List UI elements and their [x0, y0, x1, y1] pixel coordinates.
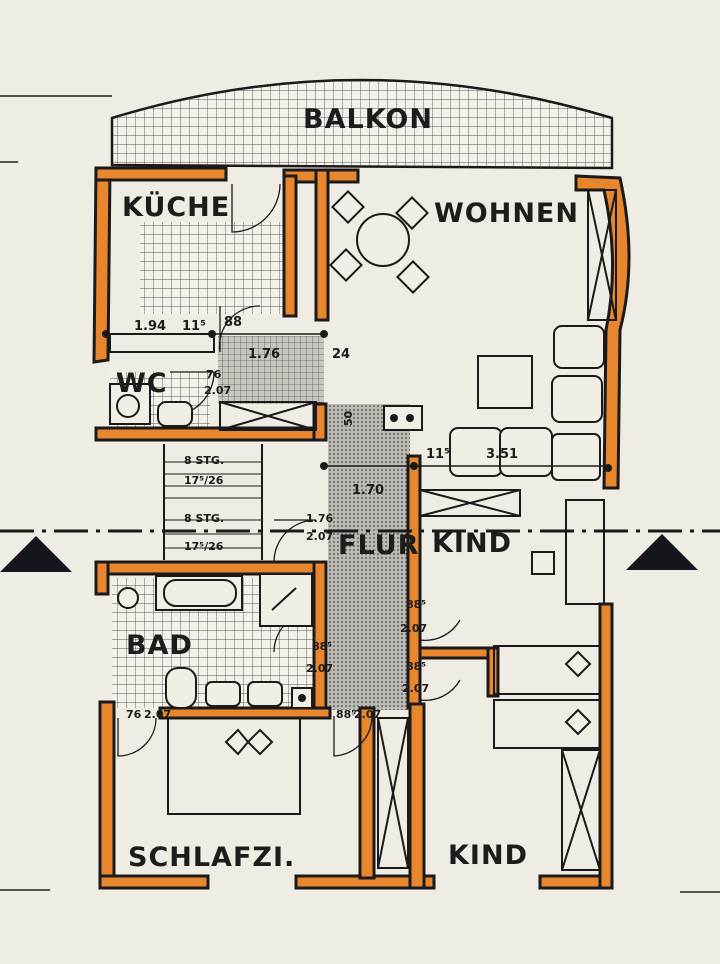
dim-wall-24: 24 [332, 347, 350, 362]
dim-kueche-side-b: 88 [224, 315, 242, 330]
paper-lines [0, 95, 720, 893]
dim-kueche-side-a: 11⁵ [182, 319, 206, 334]
dim-schlaf-door-w: 76 [126, 708, 142, 721]
section-line [0, 529, 720, 572]
room-label-wohnen: WOHNEN [434, 198, 579, 229]
room-label-kind-1: KIND [432, 528, 512, 559]
room-label-bad: BAD [126, 630, 193, 661]
dim-flur-width: 1.70 [352, 483, 384, 498]
dim-stair-2-rise: 17⁵/26 [184, 540, 224, 553]
dim-wohnen-side: 11⁵ [426, 447, 450, 462]
dim-schlaf-door2-w: 88⁵ [336, 708, 356, 721]
fixtures [109, 190, 605, 756]
kueche-tiles [140, 222, 284, 314]
dim-wc-door-w: 76 [206, 368, 222, 381]
room-label-flur: FLUR [338, 530, 419, 561]
room-label-kind-2: KIND [448, 840, 528, 871]
dim-wc-door-h: 2.07 [204, 384, 231, 397]
room-label-schlafzimmer: SCHLAFZI. [128, 842, 295, 873]
vestibule-tiles [218, 336, 324, 404]
balcony [110, 78, 614, 170]
door-swings [117, 183, 461, 757]
dim-kind1-door-w: 88⁵ [406, 598, 426, 611]
room-label-balkon: BALKON [303, 104, 433, 135]
room-label-kueche: KÜCHE [122, 190, 230, 223]
dim-kueche-width: 1.94 [134, 319, 166, 334]
dim-flur-door-h: 2.07 [306, 530, 333, 543]
dim-schlaf-door-h: 2.07 [144, 708, 171, 721]
structural-dots [102, 330, 612, 472]
triangle-section-marker-right-icon [626, 534, 698, 570]
flur-floor [328, 404, 410, 710]
dimensions: 1.94 11⁵ 88 1.76 24 76 2.07 8 STG. 17⁵/2… [126, 315, 518, 721]
dim-stair-2-count: 8 STG. [184, 512, 224, 525]
dim-chimney: 50 [342, 410, 355, 426]
dim-kind2-door-h: 2.07 [402, 682, 429, 695]
dim-stair-1-count: 8 STG. [184, 454, 224, 467]
dim-schlaf-door2-h: 2.07 [354, 708, 381, 721]
dim-kind2-door-w: 88⁵ [406, 660, 426, 673]
dim-stair-1-rise: 17⁵/26 [184, 474, 224, 487]
room-label-wc: WC [116, 368, 168, 399]
partitions [109, 189, 617, 871]
dim-wohnen-depth: 3.51 [486, 447, 518, 462]
dim-bad-door-h: 2.07 [306, 662, 333, 675]
dim-corridor-width: 1.76 [248, 347, 280, 362]
dim-bad-door-w: 88⁵ [312, 640, 332, 653]
triangle-section-marker-left-icon [0, 536, 72, 572]
dim-kind1-door-h: 2.07 [400, 622, 427, 635]
dim-flur-door-w: 1.76 [306, 512, 333, 525]
